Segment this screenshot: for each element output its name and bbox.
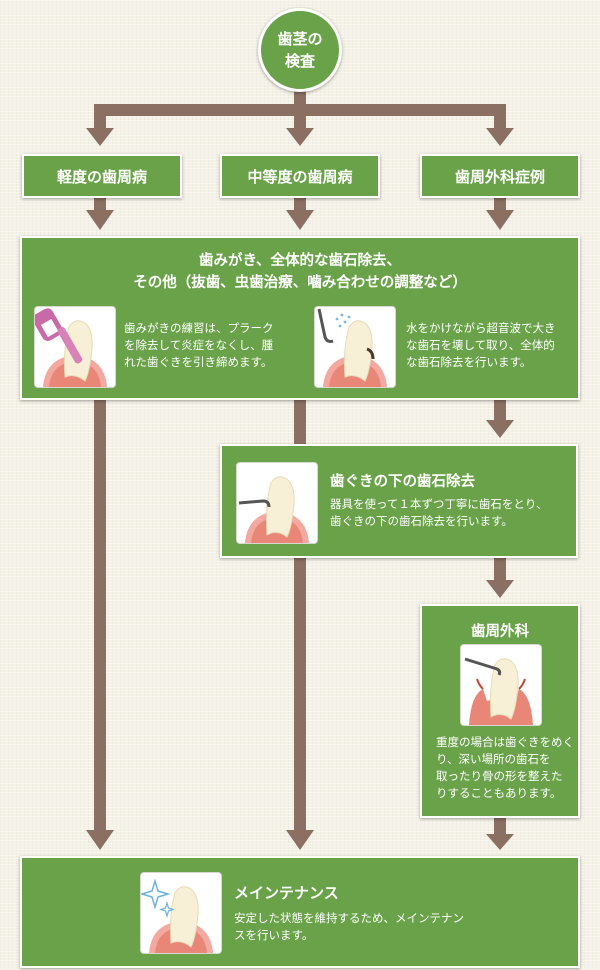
basic-treatment-title-line2: その他（抜歯、虫歯治療、噛み合わせの調整など） (133, 275, 467, 291)
surgery-desc-line4: りすることもあります。 (436, 786, 562, 800)
scaler-tooth-illustration-icon (236, 462, 318, 544)
maintenance-desc-line2: スを行います。 (234, 928, 314, 942)
toothbrush-description: 歯みがきの練習は、プラーク を除去して炎症をなくし、腫 れた歯ぐきを引き締めます… (124, 320, 274, 371)
subgingival-title: 歯ぐきの下の歯石除去 (330, 474, 475, 490)
periodontal-surgery-box: 歯周外科 重度の場合は歯ぐきをめく り、深い場所の歯石を 取ったり骨の形を整えた… (420, 604, 580, 818)
surgery-desc-line2: り、深い場所の歯石を (436, 752, 551, 766)
category-surgical: 歯周外科症例 (420, 154, 580, 198)
periodontal-surgery-title: 歯周外科 (471, 624, 529, 640)
basic-treatment-title: 歯みがき、全体的な歯石除去、 その他（抜歯、虫歯治療、噛み合わせの調整など） (22, 250, 578, 294)
ultrasonic-desc-line1: 水をかけながら超音波で大き (406, 321, 556, 335)
ultrasonic-desc-line3: な歯石除去を行います。 (406, 355, 532, 369)
ultrasonic-description: 水をかけながら超音波で大き な歯石を壊して取り、全体的 な歯石除去を行います。 (406, 320, 556, 371)
toothbrush-desc-line1: 歯みがきの練習は、プラーク (124, 321, 274, 335)
ultrasonic-scaler-tooth-illustration-icon (314, 306, 396, 388)
periodontal-surgery-description: 重度の場合は歯ぐきをめく り、深い場所の歯石を 取ったり骨の形を整えた りするこ… (436, 734, 574, 802)
surgery-desc-line1: 重度の場合は歯ぐきをめく (436, 735, 574, 749)
subgingival-scaling-box: 歯ぐきの下の歯石除去 器具を使って１本ずつ丁寧に歯石をとり、 歯ぐきの下の歯石除… (220, 444, 578, 558)
maintenance-box: メインテナンス 安定した状態を維持するため、メインテナン スを行います。 (20, 856, 580, 968)
basic-treatment-box: 歯みがき、全体的な歯石除去、 その他（抜歯、虫歯治療、噛み合わせの調整など） 歯… (20, 236, 580, 400)
category-moderate: 中等度の歯周病 (220, 154, 380, 198)
ultrasonic-desc-line2: な歯石を壊して取り、全体的 (406, 338, 555, 352)
toothbrush-desc-line2: を除去して炎症をなくし、腫 (124, 338, 274, 352)
maintenance-title: メインテナンス (234, 884, 339, 902)
surgery-tooth-illustration-icon (460, 644, 542, 726)
toothbrush-desc-line3: れた歯ぐきを引き締めます。 (124, 355, 273, 369)
surgery-desc-line3: 取ったり骨の形を整えた (436, 769, 563, 783)
gum-examination-line1: 歯茎の (277, 30, 323, 48)
gum-examination-line2: 検査 (284, 52, 315, 70)
maintenance-desc-line1: 安定した状態を維持するため、メインテナン (234, 911, 464, 925)
subgingival-description: 器具を使って１本ずつ丁寧に歯石をとり、 歯ぐきの下の歯石除去を行います。 (330, 496, 547, 530)
category-moderate-label: 中等度の歯周病 (247, 167, 353, 186)
maintenance-description: 安定した状態を維持するため、メインテナン スを行います。 (234, 910, 464, 944)
category-surgical-label: 歯周外科症例 (454, 167, 545, 186)
toothbrush-tooth-illustration-icon (34, 306, 116, 388)
subgingival-desc-line2: 歯ぐきの下の歯石除去を行います。 (330, 514, 513, 528)
gum-examination-node: 歯茎の 検査 (258, 8, 342, 92)
category-mild: 軽度の歯周病 (22, 154, 182, 198)
sparkle-tooth-illustration-icon (140, 872, 222, 954)
subgingival-desc-line1: 器具を使って１本ずつ丁寧に歯石をとり、 (330, 497, 548, 511)
category-mild-label: 軽度の歯周病 (56, 167, 147, 186)
basic-treatment-title-line1: 歯みがき、全体的な歯石除去、 (199, 253, 401, 269)
